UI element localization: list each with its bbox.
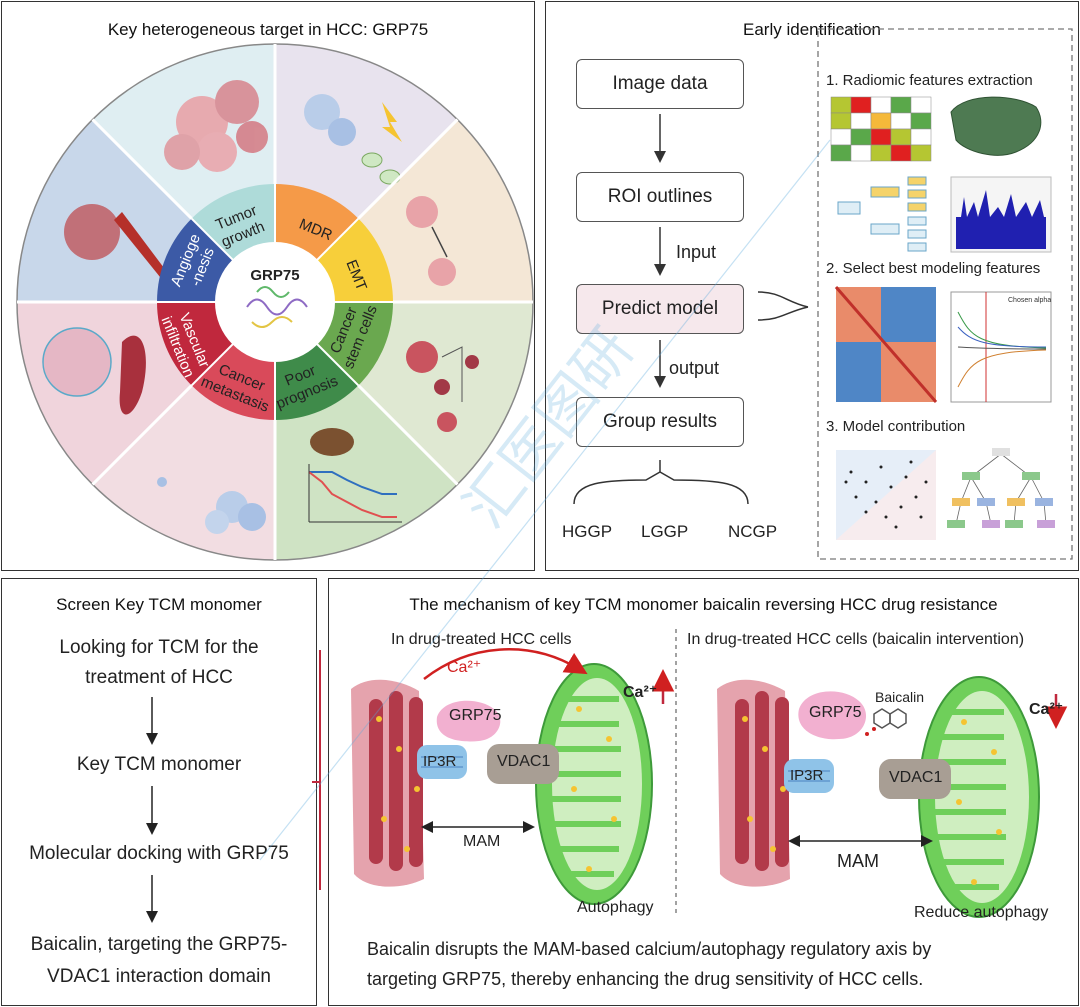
metastasis-illustration (157, 477, 266, 534)
step-image-data: Image data (576, 59, 744, 109)
panel-c-title: Screen Key TCM monomer (56, 595, 262, 614)
er-right-icon (717, 679, 790, 887)
liver-3d-icon (950, 96, 1042, 156)
baicalin-molecule-icon (865, 708, 907, 736)
lasso-path-plot: Chosen alpha (950, 291, 1052, 403)
vdac1-left-label: VDAC1 (497, 753, 551, 770)
mechanism-caption: Baicalin disrupts the MAM-based calcium/… (367, 939, 932, 989)
stem-cells-illustration (406, 341, 479, 432)
ip3r-right-icon (784, 759, 834, 793)
grp75-right-label: GRP75 (809, 704, 862, 721)
grp75-left-icon (436, 700, 501, 742)
tcm-step-2: Key TCM monomer (76, 754, 242, 775)
protein-structure-icon (246, 286, 308, 328)
group-lggp: LGGP (641, 522, 689, 541)
mdr-illustration (304, 94, 402, 185)
ca-flux-label: Ca²⁺ (447, 659, 482, 676)
correlation-heatmap (834, 286, 938, 403)
vascular-illustration (42, 327, 146, 415)
sub-model-contribution: 3. Model contribution (826, 418, 966, 435)
panel-d-title: The mechanism of key TCM monomer baicali… (409, 595, 998, 614)
right-title: In drug-treated HCC cells (baicalin inte… (687, 631, 1025, 648)
autophagy-label: Autophagy (577, 899, 654, 916)
mam-left-label: MAM (463, 833, 501, 850)
vdac1-right-label: VDAC1 (889, 769, 943, 786)
ip3r-left-icon (417, 745, 467, 779)
mini-legend-chosen-alpha: Chosen alpha (1008, 297, 1051, 304)
er-left-icon (351, 679, 424, 887)
bar-3d-plot (950, 176, 1052, 253)
tcm-step-4: Baicalin, targeting the GRP75- VDAC1 int… (30, 934, 288, 987)
vdac1-right-icon (879, 759, 951, 799)
ip3r-left-label: IP3R (423, 753, 457, 770)
step-group-results: Group results (576, 397, 744, 447)
bracket-connector (312, 650, 321, 890)
ip3r-right-label: IP3R (790, 767, 824, 784)
emt-illustration (406, 196, 456, 286)
grp75-left-label: GRP75 (449, 707, 502, 724)
panel-baicalin-mechanism: The mechanism of key TCM monomer baicali… (328, 578, 1079, 1006)
tcm-arrows (146, 697, 158, 923)
group-ncgp: NCGP (728, 522, 778, 541)
mitochondrion-right-icon (918, 676, 1040, 918)
feature-grid (830, 96, 932, 162)
tcm-step-3: Molecular docking with GRP75 (29, 843, 289, 864)
step-predict-model: Predict model (576, 284, 744, 334)
ca-decrease-label: Ca²⁺ (1029, 701, 1064, 718)
vdac1-left-icon (487, 744, 559, 784)
panel-grp75-target: Key heterogeneous target in HCC: GRP75 (1, 1, 535, 571)
step-roi-outlines: ROI outlines (576, 172, 744, 222)
feature-tree (837, 176, 927, 252)
grp75-wheel: GRP75 Tumorgrowth MDR EMT Cancerstem cel… (16, 43, 534, 561)
mechanism-illustration (351, 629, 1068, 918)
panel-screen-tcm: Screen Key TCM monomer Looking for TCM f… (1, 578, 317, 1006)
mitochondrion-left-icon (535, 663, 653, 905)
reduce-autophagy-label: Reduce autophagy (914, 904, 1049, 921)
radiomics-mini-figures: Chosen alpha (830, 96, 1055, 540)
group-hggp: HGGP (562, 522, 613, 541)
ca-increase-label: Ca²⁺ (623, 684, 658, 701)
survival-curve-illustration (308, 428, 402, 523)
sub-select-features: 2. Select best modeling features (826, 260, 1041, 277)
inner-ring (157, 184, 393, 420)
baicalin-label: Baicalin (875, 689, 925, 705)
output-label: output (669, 358, 720, 378)
left-title: In drug-treated HCC cells (391, 631, 572, 648)
grp75-right-icon (798, 691, 867, 740)
tcm-step-1: Looking for TCM for the treatment of HCC (59, 637, 259, 688)
calcium-flux-arrow (423, 648, 588, 680)
tsne-scatter (836, 450, 936, 540)
center-label: GRP75 (250, 267, 299, 284)
panel-a-title: Key heterogeneous target in HCC: GRP75 (107, 20, 429, 39)
panel-early-identification: Early identification Image data ROI outl… (545, 1, 1079, 571)
angiogenesis-illustration (64, 204, 167, 277)
sub-radiomic: 1. Radiomic features extraction (826, 72, 1033, 89)
input-label: Input (676, 242, 717, 262)
tumor-cluster-illustration (164, 80, 268, 172)
mam-right-label: MAM (837, 851, 879, 871)
decision-tree (947, 448, 1055, 528)
